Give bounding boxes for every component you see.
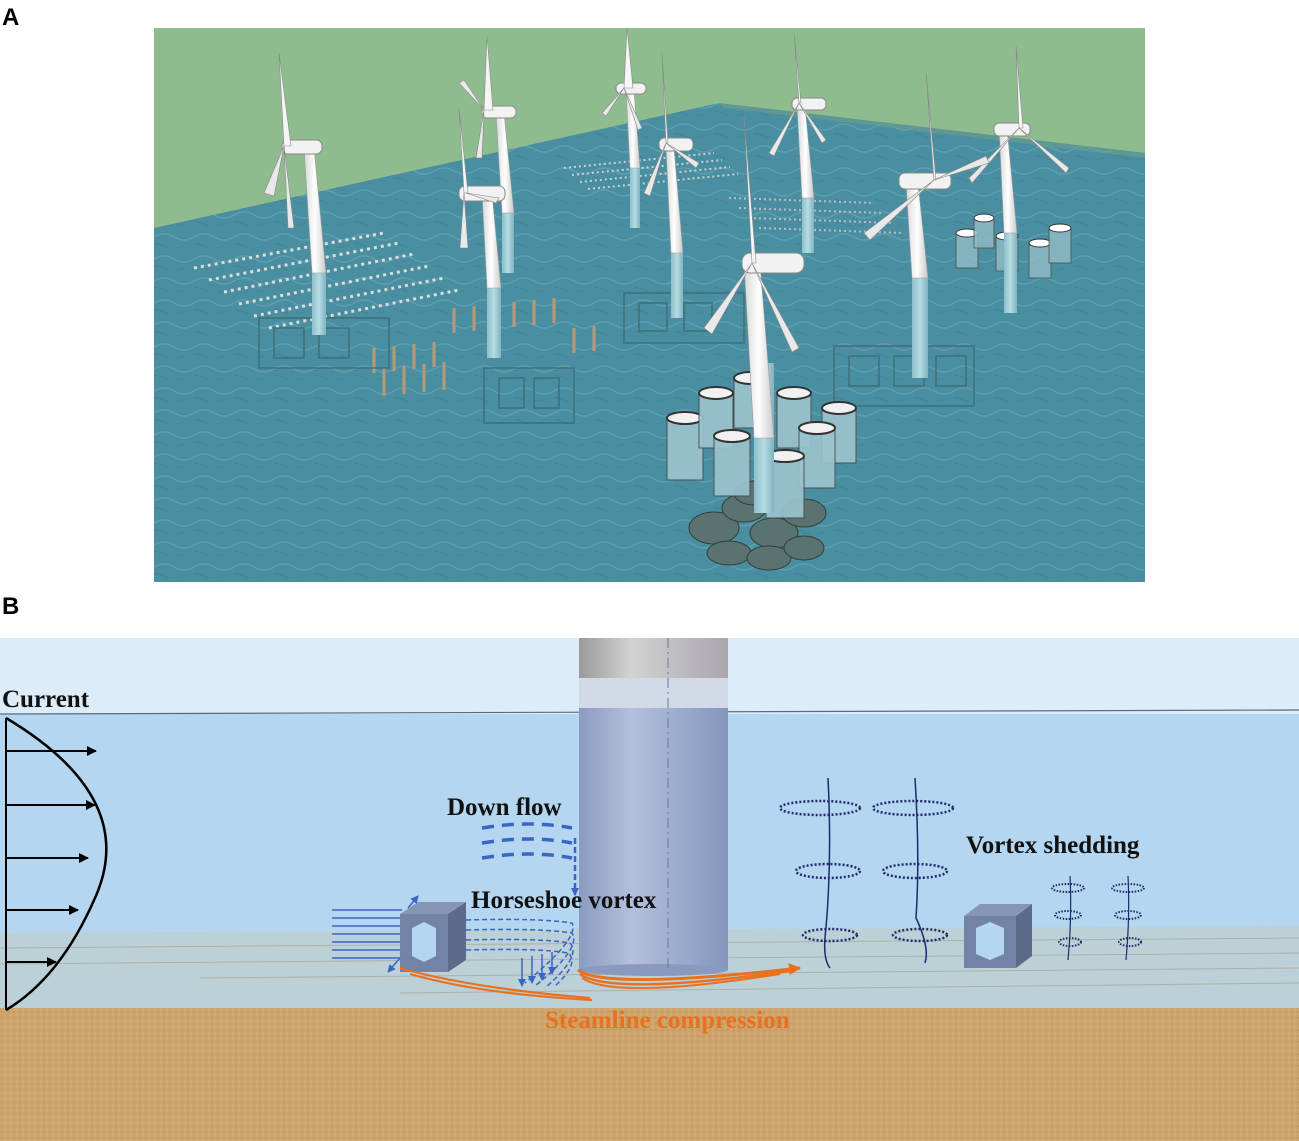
monopile [579,638,728,976]
reef-cube-right [964,904,1032,968]
vortex-shedding [778,777,1145,969]
vortex-down-arrows [518,952,556,987]
wind-turbine-foreground [703,115,805,513]
wind-turbine [601,28,647,228]
horseshoe-vortex [465,918,575,989]
net-cages-far [955,213,1072,279]
down-flow [481,822,573,860]
wind-turbine [643,52,700,318]
panel-b-letter: B [2,593,20,620]
wind-farm-scene [154,28,1145,582]
current-profile [5,716,108,1012]
down-flow-label: Down flow [447,794,562,821]
wind-turbine [263,52,327,335]
wind-turbine [768,32,827,253]
scour-flow-diagram [0,638,1299,1141]
streamline-compression-label: Steamline compression [545,1007,790,1034]
longline-grid [193,231,460,330]
incoming-streamlines [332,909,402,959]
reef-cube [400,902,466,972]
wind-turbine [458,107,506,358]
net-cages-near [666,371,857,519]
streamline-compression [399,963,801,1002]
current-label: Current [2,686,90,713]
panel-a-letter: A [2,4,20,31]
wind-turbine [968,45,1070,313]
longline-grid-3 [728,197,905,234]
rock-scour-protection [688,480,827,571]
horseshoe-vortex-label: Horseshoe vortex [471,887,657,914]
sand-seabed [0,1008,1299,1141]
wind-turbine [863,72,990,378]
vortex-shedding-label: Vortex shedding [966,832,1140,859]
